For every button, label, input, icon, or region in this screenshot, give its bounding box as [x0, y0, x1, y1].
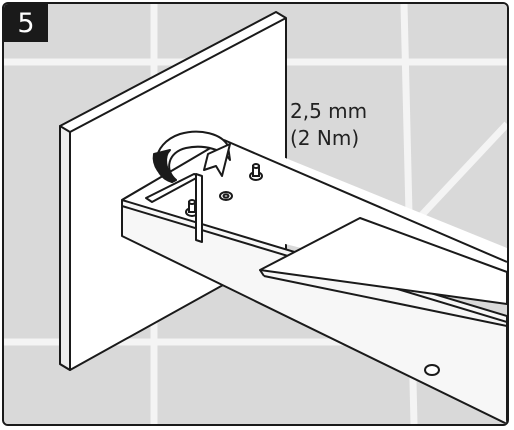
- tighten-arrow-icon: [152, 130, 231, 183]
- instruction-illustration: 5 2,5 mm (2 Nm): [2, 2, 509, 426]
- torque-label: (2 Nm): [290, 126, 360, 150]
- illustration-svg: [4, 4, 507, 424]
- wrench-size-label: 2,5 mm: [290, 99, 368, 123]
- hex-key-icon: [145, 173, 203, 243]
- step-number-badge: 5: [4, 4, 48, 42]
- spout-body: [121, 138, 507, 424]
- torque-callout: 2,5 mm (2 Nm): [290, 98, 367, 152]
